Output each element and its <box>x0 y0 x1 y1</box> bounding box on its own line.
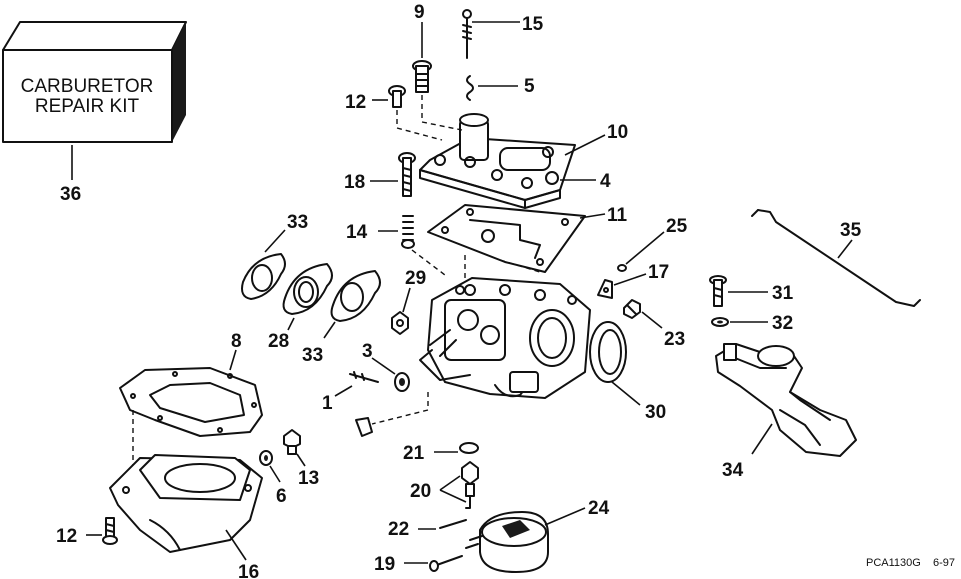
callout-17: 17 <box>648 262 669 283</box>
carburetor-body <box>419 277 591 399</box>
callout-9: 9 <box>414 2 425 23</box>
callout-32: 32 <box>772 313 793 334</box>
intake-silencer-34 <box>715 343 857 457</box>
plug-small <box>355 417 373 437</box>
callout-22: 22 <box>388 519 409 540</box>
spring-14 <box>401 215 415 249</box>
callout-20: 20 <box>410 481 431 502</box>
drawing-code: PCA1130G <box>866 557 921 569</box>
callout-4: 4 <box>600 171 611 192</box>
kit-label-line1: CARBURETOR <box>21 76 154 97</box>
callout-14: 14 <box>346 222 368 243</box>
callout-18: 18 <box>344 172 365 193</box>
washer-32 <box>711 317 729 327</box>
float-bowl-16 <box>109 454 263 553</box>
gasket-28 <box>282 263 333 315</box>
callout-35: 35 <box>840 220 862 241</box>
callout-28: 28 <box>268 331 289 352</box>
plug-25 <box>617 264 627 272</box>
callout-8: 8 <box>231 331 242 352</box>
drawing-date: 6-97 <box>933 557 955 569</box>
callout-16: 16 <box>238 562 259 579</box>
callout-33a: 33 <box>287 212 308 233</box>
pin-1 <box>349 371 379 383</box>
callout-24: 24 <box>588 498 610 519</box>
gasket-33-right <box>330 270 381 322</box>
repair-kit-box: CARBURETOR REPAIR KIT <box>2 21 187 143</box>
callout-25: 25 <box>666 216 688 237</box>
callout-21: 21 <box>403 443 425 464</box>
screw-12-bottom <box>102 517 118 545</box>
carburetor-cover <box>419 113 576 209</box>
callout-6: 6 <box>276 486 287 507</box>
screw-31 <box>709 275 727 307</box>
washer-6 <box>259 450 273 466</box>
o-ring-30 <box>589 321 627 383</box>
callout-34: 34 <box>722 460 744 481</box>
callout-13: 13 <box>298 468 319 489</box>
callout-12a: 12 <box>345 92 366 113</box>
callout-29: 29 <box>405 268 426 289</box>
clip-5 <box>466 75 474 101</box>
gasket-11 <box>427 204 586 273</box>
needle-valve-20 <box>461 461 479 509</box>
gasket-33-left <box>241 253 286 300</box>
callout-31: 31 <box>772 283 794 304</box>
nut-23 <box>623 299 641 319</box>
callout-1: 1 <box>322 393 333 414</box>
washer-21 <box>459 442 479 454</box>
screw-12-top <box>388 85 406 108</box>
bracket-17 <box>597 279 613 299</box>
callout-11: 11 <box>607 205 628 226</box>
link-rod-35 <box>751 209 921 307</box>
needle-15 <box>462 9 472 59</box>
callout-15: 15 <box>522 14 544 35</box>
screw-19 <box>429 555 463 572</box>
callout-36: 36 <box>60 184 81 205</box>
callout-23: 23 <box>664 329 685 350</box>
float-24 <box>465 511 549 573</box>
screw-9 <box>412 60 432 93</box>
screw-18 <box>398 152 416 197</box>
callout-19: 19 <box>374 554 395 575</box>
gasket-8 <box>119 367 263 437</box>
drain-screw-13 <box>283 429 301 455</box>
callout-30: 30 <box>645 402 666 423</box>
callout-3: 3 <box>362 341 373 362</box>
callout-5: 5 <box>524 76 535 97</box>
callout-10: 10 <box>607 122 628 143</box>
callout-33b: 33 <box>302 345 323 366</box>
nut-29 <box>391 311 409 335</box>
kit-label-line2: REPAIR KIT <box>35 96 140 117</box>
washer-3 <box>394 372 410 392</box>
float-pin-22 <box>439 519 467 529</box>
callout-12b: 12 <box>56 526 77 547</box>
